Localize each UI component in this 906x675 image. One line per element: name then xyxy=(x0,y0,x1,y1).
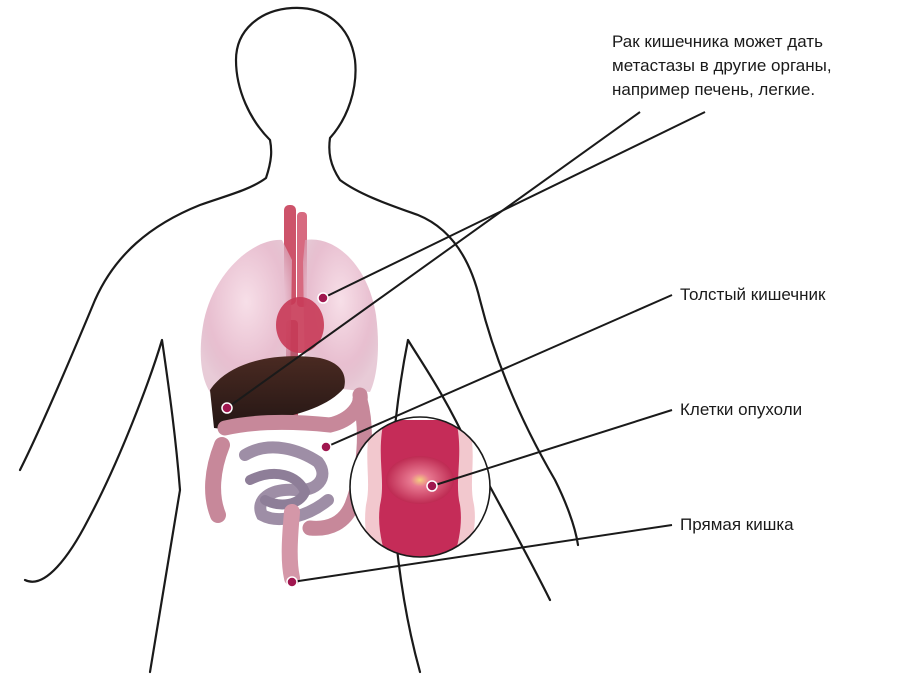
callout-metastasis-line-2: метастазы в другие органы, xyxy=(612,54,832,78)
callout-rectum: Прямая кишка xyxy=(680,513,794,537)
marker-tumor xyxy=(427,481,437,491)
callout-metastasis-line-1: Рак кишечника может дать xyxy=(612,30,832,54)
leader-rectum xyxy=(292,525,672,582)
callout-tumor-cells: Клетки опухоли xyxy=(680,398,802,422)
marker-colon xyxy=(321,442,331,452)
intestines xyxy=(213,395,364,578)
callout-metastasis: Рак кишечника может дать метастазы в дру… xyxy=(612,30,832,102)
callout-metastasis-line-3: например печень, легкие. xyxy=(612,78,832,102)
marker-liver xyxy=(222,403,232,413)
leader-metastasis-lung xyxy=(323,112,705,298)
marker-rectum xyxy=(287,577,297,587)
marker-lung xyxy=(318,293,328,303)
callout-colon: Толстый кишечник xyxy=(680,283,825,307)
leader-colon xyxy=(326,295,672,447)
